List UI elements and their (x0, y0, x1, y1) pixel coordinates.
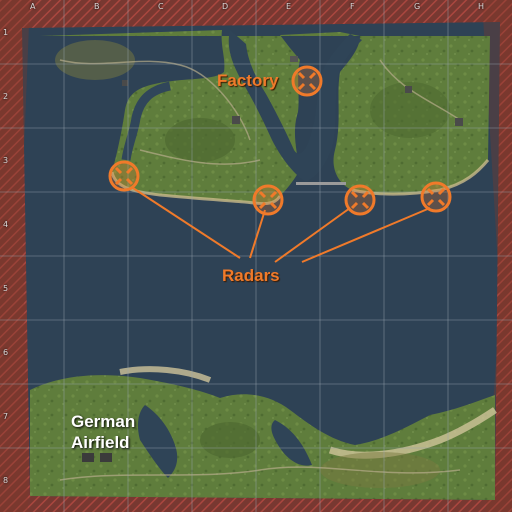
grid-row-label: 3 (3, 156, 9, 165)
crosshair-icon (108, 160, 140, 192)
radar-line-4 (301, 207, 431, 263)
grid-row-label: 4 (3, 220, 9, 229)
radar-marker-4[interactable] (420, 181, 452, 213)
radars-label: Radars (222, 266, 280, 285)
grid-column-label: H (478, 2, 485, 11)
grid-column-label: C (158, 2, 164, 11)
radar-marker-3[interactable] (344, 184, 376, 216)
north-landmass (40, 30, 490, 206)
crosshair-icon (344, 184, 376, 216)
radar-marker-2[interactable] (252, 184, 284, 216)
grid-row-label: 7 (3, 412, 9, 421)
grid-column-label: G (414, 2, 421, 11)
radar-marker-1[interactable] (108, 160, 140, 192)
grid-row-label: 1 (3, 28, 9, 37)
grid-column-label: F (350, 2, 355, 11)
grid-column-label: B (94, 2, 100, 11)
airfield-label-line1: German (71, 412, 136, 431)
crosshair-icon (291, 65, 323, 97)
radar-line-2 (249, 209, 266, 259)
crosshair-icon (252, 184, 284, 216)
grid-row-label: 8 (3, 476, 9, 485)
airfield-label: German Airfield (71, 411, 135, 453)
radar-line-1 (132, 187, 241, 259)
grid-column-label: A (30, 2, 36, 11)
factory-label: Factory (217, 71, 279, 90)
grid-column-label: D (222, 2, 229, 11)
grid-row-label: 5 (3, 284, 9, 293)
radar-line-3 (274, 207, 351, 263)
crosshair-icon (420, 181, 452, 213)
factory-marker[interactable] (291, 65, 323, 97)
grid-row-label: 6 (3, 348, 9, 357)
grid-column-label: E (286, 2, 292, 11)
grid-row-label: 2 (3, 92, 9, 101)
airfield-label-line2: Airfield (71, 433, 130, 452)
radar-connector-lines (132, 187, 431, 263)
south-landmass (30, 366, 497, 500)
